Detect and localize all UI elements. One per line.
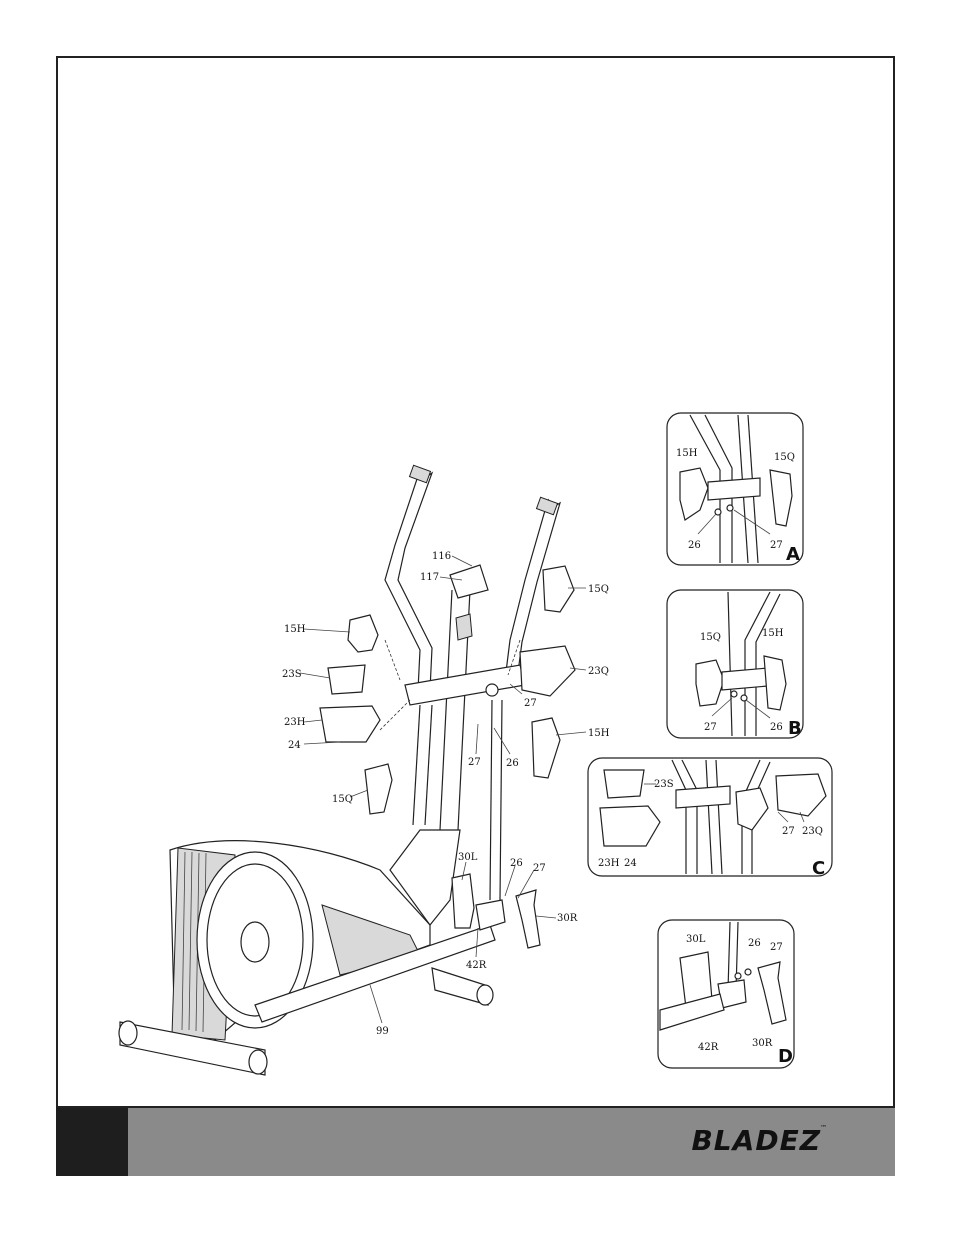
detail-c-tag: C <box>812 858 825 879</box>
main-assembly-diagram: 116 117 15Q 15H 23S 23H 24 15Q 23Q 27 15… <box>118 464 610 1076</box>
label-117: 117 <box>420 572 439 583</box>
part-30r <box>515 889 541 949</box>
label-27-base: 27 <box>533 863 546 874</box>
detail-a-label-15q: 15Q <box>774 452 795 463</box>
detail-c-frame <box>587 757 833 877</box>
label-15h-left: 15H <box>284 624 306 635</box>
detail-c-label-27: 27 <box>782 826 795 837</box>
rear-stabilizer <box>431 967 489 1006</box>
part-15q-top <box>542 565 575 613</box>
detail-d-frame <box>657 919 795 1069</box>
brand-trademark: ™ <box>820 1124 827 1132</box>
main-rail-99 <box>254 924 496 1023</box>
part-30l <box>451 873 475 929</box>
label-24: 24 <box>288 740 301 751</box>
detail-a-frame <box>666 412 804 566</box>
label-30l: 30L <box>458 852 478 863</box>
detail-c-label-23h: 23H <box>598 858 620 869</box>
label-42r: 42R <box>466 960 487 971</box>
label-26-low: 26 <box>506 758 519 769</box>
detail-b-tag: B <box>788 718 802 739</box>
mast-shroud <box>389 829 461 926</box>
detail-d-label-42r: 42R <box>698 1042 719 1053</box>
part-23s <box>327 664 366 695</box>
detail-a-label-15h: 15H <box>676 448 698 459</box>
detail-c-label-24: 24 <box>624 858 637 869</box>
label-27-mid: 27 <box>524 698 537 709</box>
detail-a-label-26: 26 <box>688 540 701 551</box>
label-116: 116 <box>432 551 451 562</box>
label-99: 99 <box>376 1026 389 1037</box>
brand-logo: BLADEZ <box>691 1124 821 1157</box>
part-23h <box>319 705 381 743</box>
part-15q-low <box>364 763 393 815</box>
label-23s: 23S <box>282 669 302 680</box>
flywheel-hub <box>240 921 270 963</box>
detail-b-label-15h: 15H <box>762 628 784 639</box>
detail-b: 15Q 15H 27 26 B <box>666 589 804 739</box>
detail-a-tag: A <box>786 544 800 565</box>
label-15h-right: 15H <box>588 728 610 739</box>
label-27-low: 27 <box>468 757 481 768</box>
label-26-base: 26 <box>510 858 523 869</box>
detail-c-label-23s: 23S <box>654 779 674 790</box>
label-23q: 23Q <box>588 666 609 677</box>
footer-page-block <box>56 1108 128 1176</box>
detail-b-label-15q: 15Q <box>700 632 721 643</box>
detail-c-label-23q: 23Q <box>802 826 823 837</box>
detail-d-label-26: 26 <box>748 938 761 949</box>
label-23h: 23H <box>284 717 306 728</box>
detail-d-label-27: 27 <box>770 942 783 953</box>
detail-a: 15H 15Q 26 27 A <box>666 412 804 566</box>
detail-d-label-30l: 30L <box>686 934 706 945</box>
detail-b-frame <box>666 589 804 739</box>
detail-d-tag: D <box>778 1046 793 1067</box>
detail-a-label-27: 27 <box>770 540 783 551</box>
label-15q-low: 15Q <box>332 794 353 805</box>
detail-d: 30L 26 27 42R 30R D <box>657 919 795 1069</box>
part-23q <box>519 645 576 697</box>
part-42r-bracket <box>475 899 506 931</box>
left-handle-end <box>408 464 432 484</box>
label-30r: 30R <box>557 913 578 924</box>
right-handle-end <box>535 496 559 516</box>
label-15q-top: 15Q <box>588 584 609 595</box>
footer-bar: BLADEZ ™ <box>56 1106 895 1176</box>
part-15h-left <box>347 614 379 653</box>
detail-b-label-27: 27 <box>704 722 717 733</box>
console-mount-plate <box>449 564 489 599</box>
part-15h-right <box>531 717 561 779</box>
detail-d-label-30r: 30R <box>752 1038 773 1049</box>
detail-c: 23S 23H 24 27 23Q C <box>587 757 833 879</box>
detail-b-label-26: 26 <box>770 722 783 733</box>
mast-bracket <box>455 613 473 641</box>
